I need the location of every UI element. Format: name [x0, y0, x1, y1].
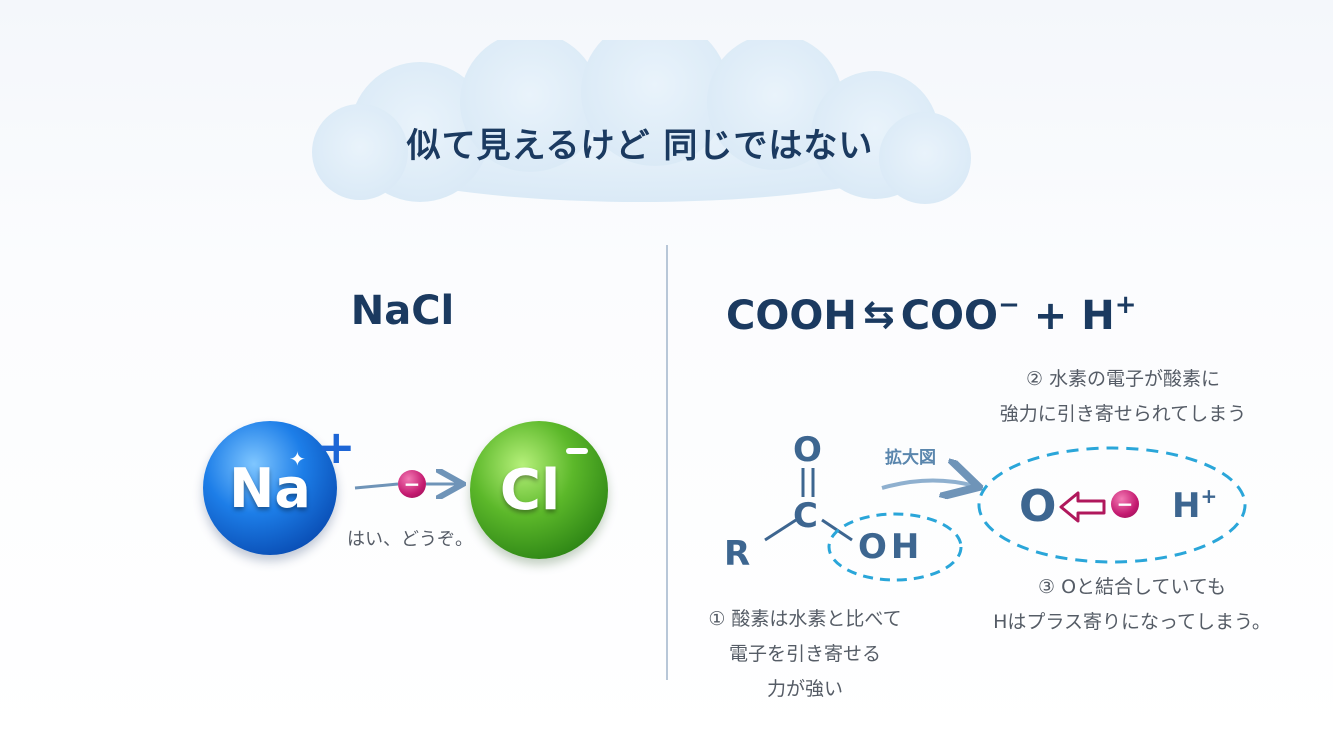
plus-sign: +: [1033, 293, 1068, 339]
product-base: COO: [900, 293, 999, 339]
atom-oh: OH: [858, 527, 924, 567]
note-1-line: ① 酸素は水素と比べて: [708, 608, 902, 630]
proton-charge: +: [1114, 290, 1137, 320]
note-1-line: 電子を引き寄せる: [728, 643, 881, 666]
zoom-h: H+: [1172, 484, 1217, 526]
electron-icon: −: [398, 470, 426, 498]
nacl-formula: NaCl: [350, 288, 455, 334]
atom-carbonyl-o: O: [793, 430, 822, 470]
atom-r: R: [724, 534, 751, 574]
acid-equation: COOH⇆COO− + H+: [726, 290, 1137, 339]
cl-label: Cl: [499, 457, 561, 523]
zoom-arrow: [881, 480, 975, 488]
product-charge: −: [998, 290, 1020, 320]
cl-charge-icon: [566, 448, 588, 454]
note-1: ① 酸素は水素と比べて 電子を引き寄せる 力が強い: [680, 602, 930, 707]
oh-highlight: [827, 512, 963, 582]
zoom-h-label: H: [1172, 486, 1201, 526]
na-ion-sphere: Na: [203, 421, 337, 555]
zoom-highlight: [977, 446, 1247, 564]
zoom-label: 拡大図: [885, 448, 936, 468]
bond-c-r: [764, 518, 797, 542]
proton: H: [1081, 293, 1115, 339]
atom-c: C: [793, 496, 818, 536]
equilibrium-arrow-icon: ⇆: [862, 292, 895, 336]
note-3-line: ③ Oと結合していても: [1038, 576, 1226, 598]
na-label: Na: [229, 456, 311, 520]
zoom-h-charge: +: [1200, 484, 1218, 508]
cl-ion-sphere: Cl: [470, 421, 608, 559]
sparkle-icon: ✦: [289, 447, 306, 471]
transfer-arrow-line-a: [354, 482, 399, 490]
reactant: COOH: [726, 293, 857, 339]
zoom-o: O: [1019, 481, 1057, 532]
na-charge: +: [317, 420, 356, 474]
note-3: ③ Oと結合していても Hはプラス寄りになってしまう。: [982, 570, 1282, 640]
electron-icon: −: [1111, 490, 1139, 518]
pull-arrow-icon: [1059, 491, 1106, 523]
transfer-caption: はい、どうぞ。: [347, 529, 473, 550]
note-2: ② 水素の電子が酸素に 強力に引き寄せられてしまう: [973, 362, 1273, 432]
note-2-line: 強力に引き寄せられてしまう: [999, 403, 1247, 426]
note-3-line: Hはプラス寄りになってしまう。: [993, 611, 1271, 634]
note-2-line: ② 水素の電子が酸素に: [1025, 368, 1221, 390]
title-cloud: [312, 40, 971, 204]
page-title: 似て見えるけど 同じではない: [406, 126, 874, 166]
center-divider: [666, 245, 668, 680]
note-1-line: 力が強い: [766, 678, 843, 701]
